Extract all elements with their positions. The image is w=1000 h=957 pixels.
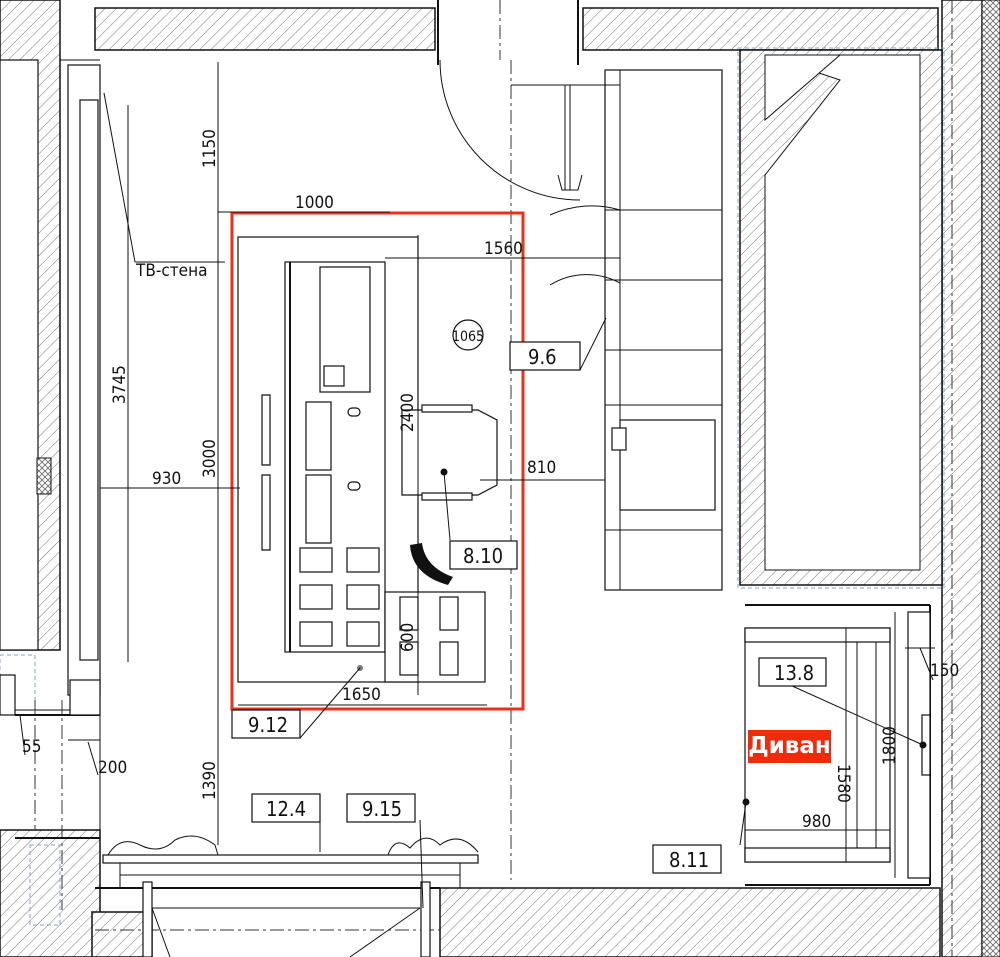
desk-phones: [299, 547, 486, 683]
dim-1150: 1150: [200, 129, 220, 168]
tv-wall-label: ТВ-стена: [135, 261, 207, 281]
height-mark: 1065: [452, 329, 484, 345]
storage-niche: [737, 47, 945, 589]
kitchen-cabinets: [511, 69, 757, 591]
dim-2400: 2400: [398, 393, 418, 432]
dim-1560: 1560: [484, 239, 523, 259]
dim-55: 55: [22, 737, 41, 757]
dim-200: 200: [98, 758, 127, 778]
selection-highlight: [230, 211, 525, 711]
left-window-units: [0, 654, 101, 926]
height-mark-circle: [452, 319, 484, 351]
tag-9-12[interactable]: 9.12: [231, 709, 301, 739]
dim-3000: 3000: [200, 439, 220, 478]
dim-980: 980: [802, 812, 831, 832]
svg-text:8.10: 8.10: [463, 544, 503, 568]
office-chair[interactable]: [401, 404, 498, 501]
dim-3745: 3745: [110, 365, 130, 404]
svg-text:9.6: 9.6: [528, 345, 557, 369]
entry-door[interactable]: [437, 0, 583, 880]
dim-1390: 1390: [200, 761, 220, 800]
dim-1000: 1000: [295, 193, 334, 213]
tag-8-10[interactable]: 8.10: [449, 540, 518, 570]
phone-icon: [410, 543, 453, 585]
svg-text:9.12: 9.12: [248, 713, 288, 737]
dim-810: 810: [527, 458, 556, 478]
svg-text:9.15: 9.15: [362, 797, 402, 821]
tv-wall: [60, 59, 101, 696]
svg-text:12.4: 12.4: [266, 797, 306, 821]
tag-13-8[interactable]: 13.8: [758, 657, 827, 687]
monitors: [261, 394, 271, 551]
tag-12-4[interactable]: 12.4: [251, 793, 321, 823]
tag-9-6[interactable]: 9.6: [509, 341, 581, 371]
dim-930: 930: [152, 469, 181, 489]
bottom-window: [95, 835, 479, 957]
dim-600: 600: [398, 623, 418, 652]
svg-text:8.11: 8.11: [669, 848, 709, 872]
sofa-label: Диван: [748, 730, 831, 763]
tag-9-15[interactable]: 9.15: [346, 793, 416, 823]
workstation-area[interactable]: 1065: [230, 211, 525, 711]
svg-text:13.8: 13.8: [774, 661, 814, 685]
dim-1580: 1580: [833, 764, 853, 803]
dim-150: 150: [930, 661, 959, 681]
tag-8-11[interactable]: 8.11: [652, 844, 722, 874]
dim-1800: 1800: [880, 726, 900, 765]
dim-1650: 1650: [342, 685, 381, 705]
